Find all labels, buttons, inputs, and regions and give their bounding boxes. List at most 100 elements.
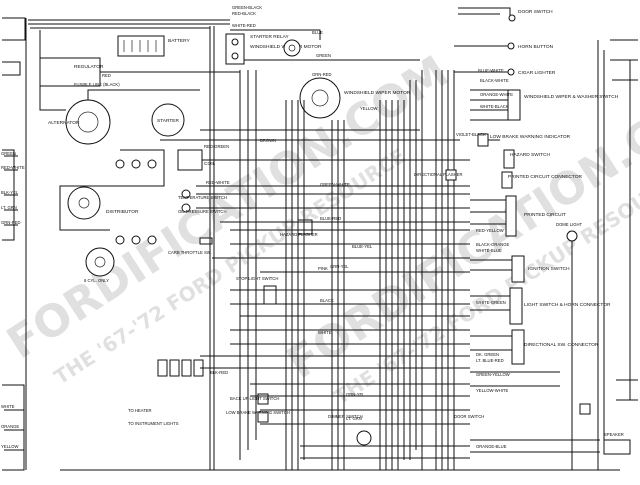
wiper-washer-switch-label: WINDSHIELD WIPER & WASHER SWITCH: [524, 94, 619, 100]
six-cyl-distributor: 6 CYL. ONLY: [84, 247, 115, 283]
battery: BATTERY: [117, 35, 190, 57]
low-brake-warning-switch: LOW BRAKE WARNING SWITCH: [226, 410, 290, 423]
wire-label-grn-red: GRN-RED: [312, 72, 332, 77]
to-heater-label: TO HEATER: [128, 408, 152, 413]
hazard-switch-label: HAZARD SWITCH: [510, 152, 551, 158]
dome-light-label: DOME LIGHT: [556, 222, 582, 227]
wire-label-blue: BLUE: [312, 30, 323, 35]
ignition-switch-label: IGNITION SWITCH: [528, 266, 570, 272]
door-switch-bottom: DOOR SWITCH: [454, 403, 591, 419]
left-label-grn-red: GRN-RED: [1, 220, 21, 225]
starter-relay-label: STARTER RELAY: [250, 34, 289, 40]
regulator-label: REGULATOR: [74, 64, 104, 70]
left-label-yellow: YELLOW: [1, 444, 19, 449]
wire-label-blk-red: BLK-RED: [210, 370, 228, 375]
wire-label-orange-white: ORANGE-WHITE: [480, 92, 513, 97]
oil-pressure-switch: OIL PRESSURE SWITCH: [178, 203, 226, 214]
oil-pressure-switch-label: OIL PRESSURE SWITCH: [178, 209, 226, 214]
left-label-white: WHITE: [1, 404, 15, 409]
wire-label-red-yellow: RED-YELLOW: [476, 228, 504, 233]
distributor-label: DISTRIBUTOR: [106, 209, 139, 215]
wire-label-white-red: WHITE-RED: [232, 23, 256, 28]
left-label-lt-grn: LT. GRN: [1, 205, 17, 210]
wire-label-white-green: WHITE-GREEN: [476, 300, 506, 305]
wire-label-yellow: YELLOW: [360, 106, 378, 111]
wire-label-red-green: RED-GREEN: [204, 144, 229, 149]
low-brake-switch-label: LOW BRAKE WARNING SWITCH: [226, 410, 290, 415]
wire-label-yellow-white: YELLOW-WHITE: [476, 388, 508, 393]
directional-flasher: DIRECTIONAL FLASHER: [414, 169, 462, 181]
temperature-switch-label: TEMPERATURE SWITCH: [178, 195, 227, 200]
wire-label-green-yellow: GREEN-YELLOW: [476, 372, 510, 377]
wire-label-pink: PINK: [318, 266, 328, 271]
fuse-block: [157, 359, 204, 377]
starter-label: STARTER: [157, 118, 179, 124]
wire-label-grn-yel-2: GRN-YEL: [346, 392, 365, 397]
printed-circuit-label: PRINTED CIRCUIT: [524, 212, 566, 218]
wire-label-blue-white: BLUE-WHITE: [478, 68, 504, 73]
left-edge-wires: [2, 17, 230, 471]
wiper-motor-label: WINDSHIELD WIPER MOTOR: [344, 90, 411, 96]
light-switch-connector-label: LIGHT SWITCH & HORN CONNECTOR: [524, 302, 611, 308]
left-label-red-white: RED-WHITE: [1, 165, 25, 170]
carb-throttle-label: CARB THROTTLE SW.: [168, 250, 212, 255]
dimmer-switch: DIMMER SWITCH: [328, 414, 372, 446]
wire-label-white-black: WHITE-BLACK: [480, 104, 509, 109]
wire-label-white: WHITE: [318, 330, 332, 335]
wire-label-brown: BROWN: [260, 138, 276, 143]
left-margin-labels: GREEN RED-WHITE BLK-YEL LT. GRN GRN-RED …: [1, 151, 25, 449]
wire-label-dk-green: DK. GREEN: [476, 352, 499, 357]
temperature-switch: TEMPERATURE SWITCH: [178, 189, 227, 200]
six-cyl-only-label: 6 CYL. ONLY: [84, 278, 109, 283]
wiper-washer-switch: WINDSHIELD WIPER & WASHER SWITCH: [507, 89, 619, 121]
wire-label-red-black: RED-BLACK: [232, 11, 256, 16]
distributor: DISTRIBUTOR: [67, 159, 157, 245]
wire-label-green: GREEN: [316, 53, 331, 58]
horn-button-label: HORN BUTTON: [518, 44, 554, 50]
left-label-green: GREEN: [1, 151, 16, 156]
printed-circuit-connector: PRINTED CIRCUIT CONNECTOR: [501, 171, 582, 189]
alternator-label: ALTERNATOR: [48, 120, 80, 126]
dome-light: DOME LIGHT: [556, 222, 582, 470]
speaker: SPEAKER: [603, 432, 631, 455]
starter: STARTER: [151, 103, 185, 137]
door-switch-bottom-label: DOOR SWITCH: [454, 414, 484, 419]
stop-light-switch-label: STOP LIGHT SWITCH: [236, 276, 278, 281]
fusible-link-label: FUSIBLE LINK (BLACK): [74, 82, 120, 87]
horn-button: HORN BUTTON: [454, 42, 554, 50]
main-harness: [209, 26, 455, 470]
wire-label-blue-red: BLUE-RED: [320, 216, 341, 221]
wire-label-grn-yel: GRN-YEL: [330, 264, 349, 269]
backup-light-switch-label: BACK UP LIGHT SWITCH: [230, 396, 279, 401]
door-switch: DOOR SWITCH: [458, 7, 553, 22]
washer-motor: [283, 39, 301, 57]
wiper-motor: WINDSHIELD WIPER MOTOR: [299, 77, 411, 119]
left-label-blk-yel: BLK-YEL: [1, 190, 19, 195]
wire-label-blue-yel: BLUE-YEL: [352, 244, 373, 249]
wire-label-black: BLACK: [320, 298, 334, 303]
wire-label-black-orange: BLACK-ORANGE: [476, 242, 509, 247]
wire-label-red-white: RED-WHITE: [206, 180, 230, 185]
dimmer-switch-label: DIMMER SWITCH: [328, 414, 363, 419]
directional-flasher-label: DIRECTIONAL FLASHER: [414, 172, 462, 177]
door-switch-label: DOOR SWITCH: [518, 9, 553, 15]
wire-label-white-blue: WHITE-BLUE: [476, 248, 502, 253]
light-switch-connector: LIGHT SWITCH & HORN CONNECTOR: [509, 287, 611, 325]
wire-label-green-black: GREEN-BLACK: [232, 5, 262, 10]
speaker-label: SPEAKER: [604, 432, 624, 437]
to-instrument-lights-label: TO INSTRUMENT LIGHTS: [128, 421, 179, 426]
wire-label-green-white: GREEN-WHITE: [320, 182, 350, 187]
left-label-orange: ORANGE: [1, 424, 19, 429]
low-brake-indicator-label: LOW BRAKE WARNING INDICATOR: [490, 134, 571, 140]
cross-wires: [39, 29, 620, 471]
cigar-lighter: CIGAR LIGHTER: [454, 68, 556, 76]
wire-label-lt-grn: LT. GRN: [346, 416, 362, 421]
wire-label-lt-blue-red: LT. BLUE-RED: [476, 358, 504, 363]
directional-sw-connector-label: DIRECTIONAL SW. CONNECTOR: [524, 342, 599, 348]
wire-label-black-white: BLACK-WHITE: [480, 78, 509, 83]
alternator: ALTERNATOR: [48, 99, 111, 145]
wire-label-red: RED: [102, 73, 111, 78]
right-edge-wires: [470, 39, 638, 470]
printed-circuit-connector-label: PRINTED CIRCUIT CONNECTOR: [508, 174, 582, 180]
